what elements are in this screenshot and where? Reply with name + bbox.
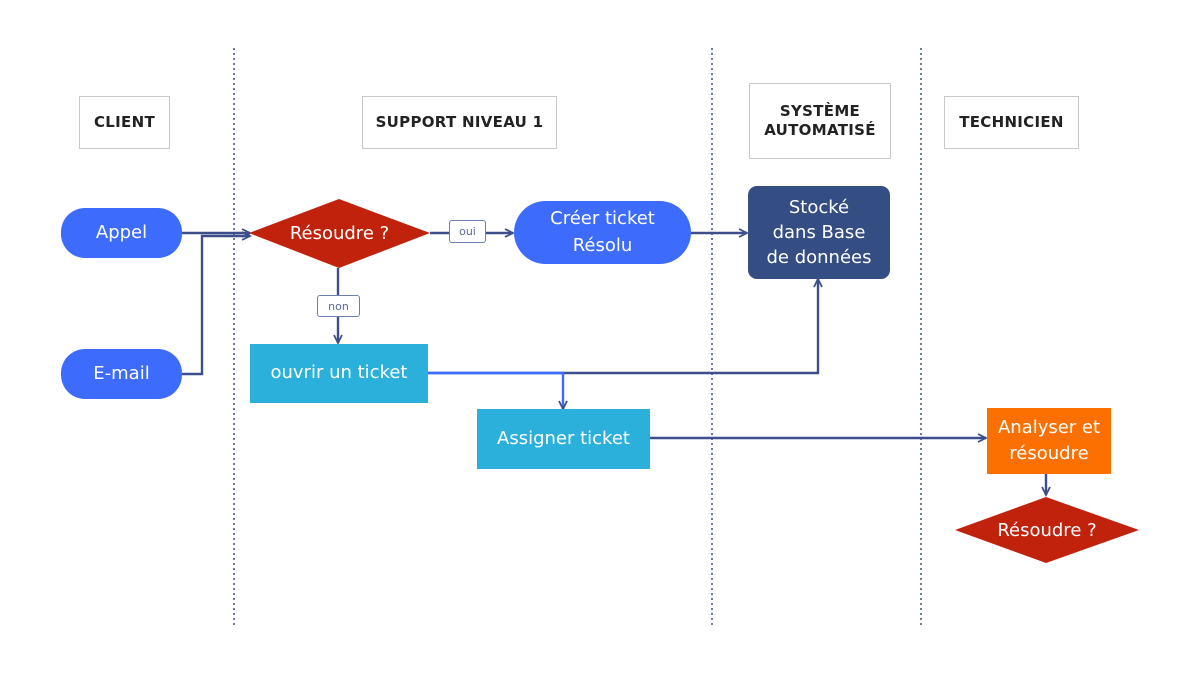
analyser-node: Analyser et résoudre bbox=[987, 408, 1111, 474]
lane-header-client: CLIENT bbox=[79, 96, 170, 149]
resoudre-decision-2-label: Résoudre ? bbox=[997, 519, 1097, 541]
stocke-line1: Stocké bbox=[788, 196, 850, 218]
lane-title-client: CLIENT bbox=[94, 113, 155, 132]
lane-header-support: SUPPORT NIVEAU 1 bbox=[362, 96, 557, 149]
assigner-ticket-node: Assigner ticket bbox=[477, 409, 650, 469]
lane-header-technicien: TECHNICIEN bbox=[944, 96, 1079, 149]
lane-title-support: SUPPORT NIVEAU 1 bbox=[375, 113, 544, 132]
stocke-line3: de données bbox=[766, 247, 872, 269]
edge-label-non: non bbox=[317, 295, 360, 317]
creer-ticket-line1: Créer ticket bbox=[550, 208, 655, 230]
edge-label-oui: oui bbox=[449, 220, 486, 243]
email-label: E-mail bbox=[93, 362, 150, 384]
appel-node: Appel bbox=[61, 208, 182, 258]
stocke-node: Stocké dans Base de données bbox=[748, 186, 890, 279]
edge-ouvrir-stocke bbox=[428, 276, 823, 375]
analyser-line2: résoudre bbox=[1009, 443, 1089, 464]
lane-header-systeme: SYSTÈME AUTOMATISÉ bbox=[749, 83, 891, 159]
creer-ticket-line2: Résolu bbox=[572, 234, 633, 256]
analyser-line1: Analyser et bbox=[997, 416, 1101, 438]
email-node: E-mail bbox=[61, 349, 182, 399]
creer-ticket-node: Créer ticket Résolu bbox=[514, 201, 691, 264]
decision-diamond-resoudre-2 bbox=[955, 497, 1139, 563]
appel-label: Appel bbox=[95, 221, 148, 243]
lane-title-systeme-line1: SYSTÈME bbox=[779, 102, 861, 121]
resoudre-decision-label: Résoudre ? bbox=[289, 223, 390, 244]
decision-diamond-resoudre bbox=[249, 199, 430, 268]
lane-title-technicien: TECHNICIEN bbox=[959, 113, 1064, 132]
edge-email-resoudre bbox=[182, 231, 253, 376]
stocke-line2: dans Base bbox=[772, 221, 866, 243]
edge-ouvrir-assigner bbox=[428, 371, 568, 412]
ouvrir-ticket-node: ouvrir un ticket bbox=[250, 344, 428, 403]
lane-title-systeme-line2: AUTOMATISÉ bbox=[764, 121, 876, 139]
ouvrir-ticket-label: ouvrir un ticket bbox=[270, 362, 408, 384]
assigner-ticket-label: Assigner ticket bbox=[497, 427, 630, 449]
